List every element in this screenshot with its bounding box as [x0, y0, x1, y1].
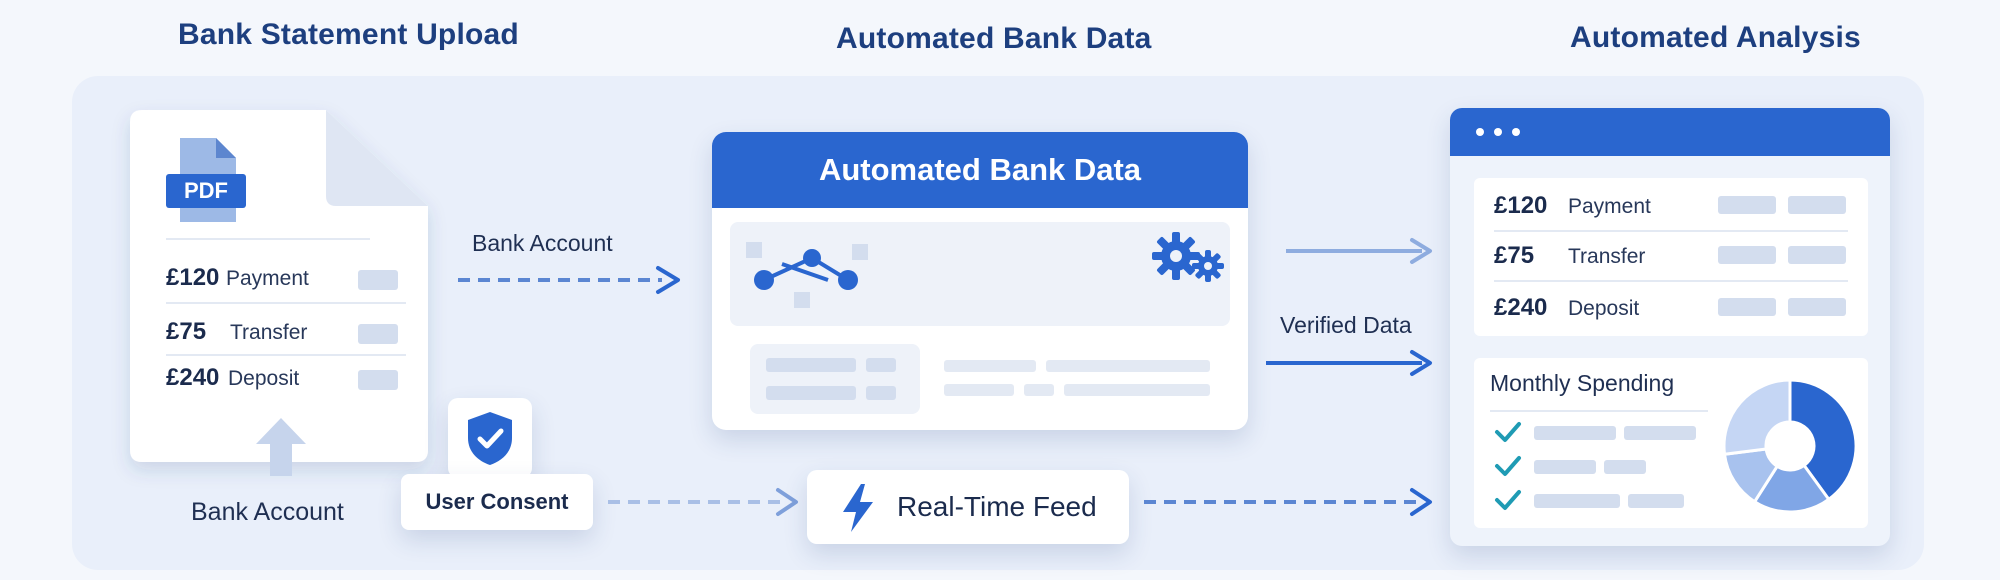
arrow-to-analysis-middle [1266, 350, 1432, 376]
divider [1494, 280, 1848, 282]
window-dot-icon [1512, 128, 1520, 136]
row-label: Payment [1568, 195, 1651, 218]
row-amount: £240 [166, 364, 220, 391]
card-header: Automated Bank Data [712, 132, 1248, 208]
pdf-file-icon [166, 138, 246, 222]
check-icon [1495, 422, 1521, 442]
bank-account-label: Bank Account [191, 498, 344, 526]
divider [166, 238, 370, 240]
row-label: Transfer [230, 321, 308, 344]
user-consent-label: User Consent [425, 489, 569, 514]
row-label: Payment [226, 267, 309, 290]
shield-card [448, 398, 532, 478]
network-nodes-icon [746, 242, 868, 308]
shield-check-icon [468, 412, 512, 465]
transaction-row: £120 Payment [1474, 178, 1868, 230]
check-icon [1495, 490, 1521, 510]
statement-row: £75 Transfer [166, 318, 406, 348]
user-consent-button[interactable]: User Consent [401, 474, 593, 530]
connector-label-verified-data: Verified Data [1280, 312, 1412, 338]
transaction-row: £240 Deposit [1474, 282, 1868, 332]
transaction-row: £75 Transfer [1474, 230, 1868, 280]
connector-label-bank-account: Bank Account [472, 230, 613, 256]
monthly-spending-panel: Monthly Spending [1474, 358, 1868, 528]
statement-row: £120 Payment [166, 264, 406, 294]
row-amount: £75 [166, 318, 207, 345]
arrow-to-analysis-top [1286, 238, 1432, 264]
row-amount: £240 [1494, 294, 1548, 321]
window-dot-icon [1476, 128, 1484, 136]
automated-bank-data-card[interactable]: Automated Bank Data [712, 132, 1248, 430]
row-label: Deposit [1568, 297, 1640, 320]
divider [1490, 410, 1708, 412]
window-dot-icon [1494, 128, 1502, 136]
row-amount: £75 [1494, 242, 1535, 269]
automated-analysis-window[interactable]: £120 Payment £75 Transfer £240 Deposit M… [1450, 108, 1890, 546]
row-label: Transfer [1568, 245, 1646, 268]
row-label: Deposit [228, 367, 300, 390]
card-title: Automated Bank Data [818, 152, 1142, 187]
row-amount: £120 [166, 264, 220, 291]
pdf-badge-label: PDF [184, 178, 228, 203]
monthly-spending-title: Monthly Spending [1490, 370, 1675, 396]
lightning-bolt-icon [843, 484, 873, 532]
placeholder-block [750, 344, 920, 414]
data-visual-area [730, 222, 1230, 326]
upload-arrow-icon [256, 418, 306, 476]
check-icon [1495, 456, 1521, 476]
dashed-arrow-to-analysis-bottom [1144, 488, 1432, 516]
statement-row: £240 Deposit [166, 364, 406, 394]
transactions-panel: £120 Payment £75 Transfer £240 Deposit [1474, 178, 1868, 336]
divider [166, 302, 406, 304]
divider [166, 354, 406, 356]
bank-statement-document[interactable]: PDF £120 Payment £75 Transfer £240 Depos… [130, 110, 428, 462]
real-time-feed-button[interactable]: Real-Time Feed [807, 470, 1129, 544]
real-time-feed-label: Real-Time Feed [897, 491, 1097, 522]
dashed-arrow-to-feed [608, 488, 798, 516]
dashed-arrow-to-bank-data [458, 266, 680, 294]
heading-automated-bank-data: Automated Bank Data [836, 22, 1152, 55]
heading-automated-analysis: Automated Analysis [1570, 21, 1861, 54]
window-titlebar [1450, 108, 1890, 156]
divider [1494, 230, 1848, 232]
spending-donut-chart [1722, 378, 1858, 514]
row-amount: £120 [1494, 192, 1548, 219]
gears-icon [1152, 232, 1224, 282]
heading-bank-statement-upload: Bank Statement Upload [178, 18, 519, 51]
